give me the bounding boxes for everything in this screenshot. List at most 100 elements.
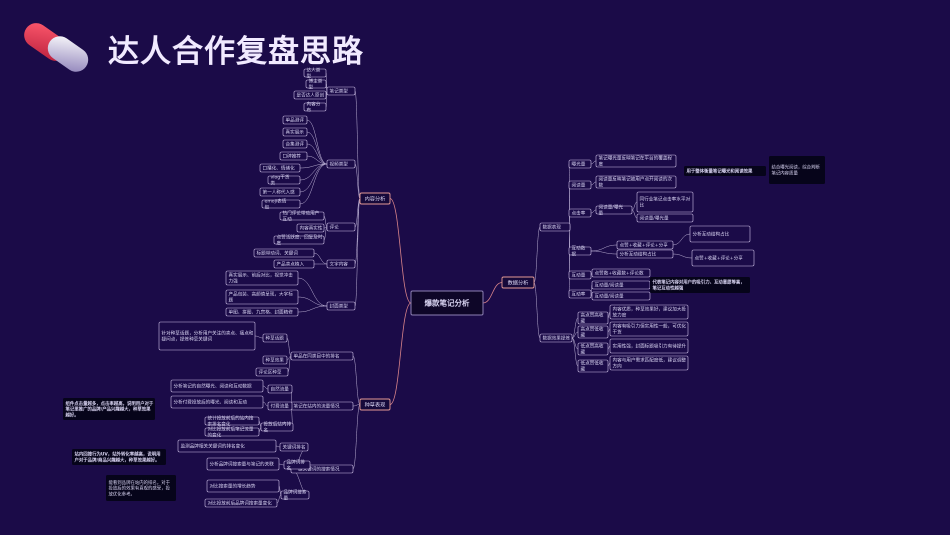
data-detail-b2-text: 内容有吸引力但实用性一般，可优化 xyxy=(613,323,687,330)
edge-slc3-sdc4 xyxy=(276,494,282,504)
content-group-c-text: 评论 xyxy=(330,224,340,231)
data-leaf-a5: 互动量 xyxy=(568,270,592,280)
edge-slc1-sdc1 xyxy=(275,445,281,448)
data-leaf-a3-text: 点击率 xyxy=(572,210,586,217)
data-detail-b4-text: 方向 xyxy=(613,363,623,370)
content-group-a-text: 笔记类型 xyxy=(330,88,349,95)
edge-seeding-sga xyxy=(352,355,361,405)
content-leaf-b1-text: 单品测评 xyxy=(286,117,305,124)
data-detail-a4a: 点赞+收藏+评论+分享 xyxy=(616,240,674,250)
seeding-leaf-a2-text: 种草效果 xyxy=(266,357,285,364)
data-group-a-text: 数据表现 xyxy=(543,224,562,231)
edge-slb1-sdb1 xyxy=(262,385,269,390)
edge-cgb-clb7 xyxy=(299,163,328,193)
data-leaf-b2-text: 藏 xyxy=(581,332,586,339)
data-leaf-a4: 互动数据 xyxy=(568,245,592,258)
content-leaf-b3: 合集测评 xyxy=(282,139,308,149)
branch-data-analysis-text: 数据分析 xyxy=(508,278,529,286)
seeding-note-3-text: 放优化参考。 xyxy=(109,490,135,497)
seeding-detail-b1-text: 分析笔记的自然曝光、阅读和互动数据 xyxy=(174,383,253,390)
seeding-detail-b2-text: 分析付费投放后的曝光、阅读和互动 xyxy=(174,399,248,406)
data-detail-a6a: 互动量/阅读量 xyxy=(591,280,651,290)
edge-cge-cle1 xyxy=(297,277,328,307)
seeding-leaf-b3-text: 名 xyxy=(264,427,269,434)
edge-sga-sla3 xyxy=(287,355,292,373)
data-detail-b1-text: 放力度 xyxy=(613,312,627,319)
seeding-detail-b3-text: 索排名变化 xyxy=(208,421,231,428)
data-note-2-text: 笔记互动性越强 xyxy=(653,284,684,291)
branch-seeding-performance-text: 种草表现 xyxy=(365,400,386,408)
seeding-detail-a1-text: 针对种草话题，分析用户关注的卖点、痛点和 xyxy=(162,330,254,337)
seeding-detail-c3: 对比搜索量的增长趋势 xyxy=(206,479,280,493)
content-leaf-b4-text: 口碑推荐 xyxy=(283,153,302,160)
edge-content-cge xyxy=(354,198,361,307)
edge-root-data xyxy=(482,282,503,304)
edge-cge-cle2 xyxy=(297,296,328,307)
seeding-detail-b4-text: 对比投放前后笔记流量 xyxy=(208,426,254,433)
seeding-leaf-c3-text: 量 xyxy=(284,495,289,502)
seeding-leaf-b1: 自然流量 xyxy=(267,384,293,394)
data-leaf-b2-text: 高点赞低收 xyxy=(581,326,604,333)
content-leaf-b4: 口碑推荐 xyxy=(279,151,308,161)
data-note-1: 用于整体衡量笔记曝光和阅读效果 xyxy=(684,166,766,176)
data-leaf-a1-text: 曝光量 xyxy=(572,161,586,168)
data-leaf-b3-text: 低点赞高收 xyxy=(581,343,604,350)
seeding-note-2-text: 户对于品牌/商品兴趣越大，种草效果越好。 xyxy=(75,456,160,463)
content-leaf-b8-text: emoji表情 xyxy=(265,198,287,205)
edge-cgc-clc1 xyxy=(323,215,328,228)
data-detail-a4b: 分析互动结构占比 xyxy=(616,249,674,259)
edge-cgb-clb1 xyxy=(306,119,328,165)
data-detail-a3a: 阅读量/曝光量 xyxy=(595,204,633,217)
data-leaf-b1-text: 藏 xyxy=(581,318,586,325)
data-detail-b3-text: 实用性强，封面标题吸引力有待提升 xyxy=(613,343,687,350)
content-leaf-e1-text: 力强 xyxy=(229,278,239,285)
data-detail-a3c-text: 阅读量/曝光量 xyxy=(640,215,670,222)
data-note-2-text: 代表笔记内容对用户的吸引力、互动意愿等高， xyxy=(652,279,745,286)
content-leaf-a3-text: 是否达人原创 xyxy=(297,92,325,99)
seeding-group-b: 笔记在站内的流量情况 xyxy=(290,401,354,411)
brand-logo xyxy=(24,23,89,72)
seeding-leaf-c2-text: 名 xyxy=(287,465,292,472)
edge-seeding-sgb xyxy=(352,404,361,407)
edge-dda4a-dda4c xyxy=(672,233,691,246)
content-leaf-a2-text: 博主类 xyxy=(309,78,323,85)
data-group-b: 数据效果提炼 xyxy=(539,333,573,343)
data-leaf-b4-text: 藏 xyxy=(581,366,586,373)
seeding-leaf-c3-text: 品牌词搜索 xyxy=(284,489,307,496)
edge-sga-sla2 xyxy=(286,355,292,361)
content-leaf-b8-text: 包 xyxy=(265,204,270,211)
edge-dgb-dlb1 xyxy=(571,317,579,339)
content-group-b-text: 视频类型 xyxy=(330,161,349,168)
data-detail-b1-text: 内容优质，种草效果好，建议加大投 xyxy=(613,306,687,313)
seeding-leaf-b2: 付费流量 xyxy=(267,401,293,411)
content-leaf-c3-text: 度 xyxy=(277,240,282,247)
data-detail-a3c: 阅读量/曝光量 xyxy=(636,213,694,223)
content-leaf-d1-text: 标题带动词、关键词 xyxy=(257,250,299,257)
seeding-detail-c1-text: 监测品牌相关关键词的排名变化 xyxy=(181,443,246,450)
edge-data-dgb xyxy=(533,282,541,339)
seeding-note-1-text: 组件点击量越多，点击率越高，说明用户对于 xyxy=(66,400,154,407)
seeding-note-2-text: 站内回搜行为UV，站外转化率越高，说明用 xyxy=(75,451,161,458)
data-detail-a6a-text: 互动量/阅读量 xyxy=(595,282,625,289)
edge-cgb-clb8 xyxy=(299,163,328,205)
data-leaf-b4-text: 低点赞低收 xyxy=(581,360,604,367)
content-group-a: 笔记类型 xyxy=(326,86,356,96)
edge-content-cga xyxy=(354,90,361,199)
content-leaf-d2-text: 产品卖点植入 xyxy=(277,261,305,268)
content-leaf-b6-text: 类 xyxy=(271,180,276,187)
edge-dgb-dlb2 xyxy=(571,331,579,339)
edge-content-cgb xyxy=(354,163,361,199)
data-detail-b2-text: 干货 xyxy=(613,329,623,336)
